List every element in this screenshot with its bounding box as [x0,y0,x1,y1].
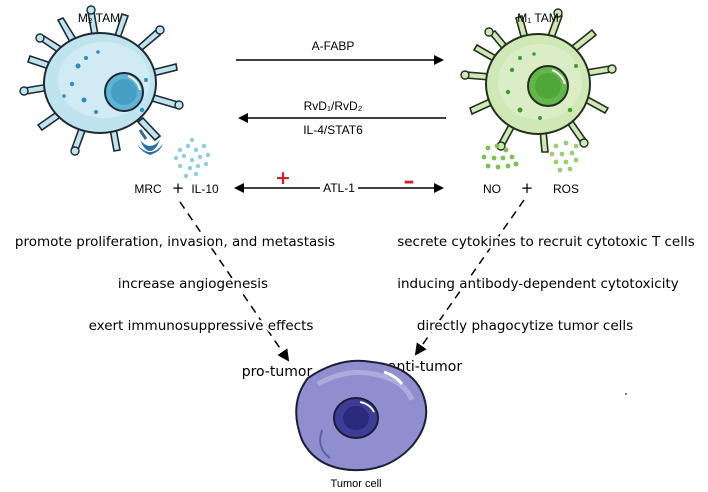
m2-effect-item: promote proliferation, invasion, and met… [15,234,335,250]
m2-plus-sign: + [172,179,185,197]
m1-plus-sign: + [521,179,534,197]
il10-dots [173,137,211,179]
m1-tam-title: M₁ TAM [517,11,559,25]
m2-tam-cell [19,5,184,156]
m1-effect-item: directly phagocytize tumor cells [417,318,633,334]
anti-tumor-dashed-arrow [414,199,525,356]
m2-tam-title: M₂ TAM [78,11,120,25]
afabp-label: A-FABP [312,39,355,53]
pro-tumor-dashed-arrow [179,201,290,362]
tumor-cell [295,359,428,472]
mrc-receptor-icon [137,129,163,155]
rvd-label: RvD₁/RvD₂ [304,99,363,113]
no-label: NO [483,182,501,196]
mrc-label: MRC [134,182,162,196]
m2-effects: promote proliferation, invasion, and met… [12,232,337,337]
m2-effect-item: exert immunosuppressive effects [89,318,314,334]
m2-effect-item: increase angiogenesis [118,276,268,292]
m1-effect-item: inducing antibody-dependent cytotoxicity [397,276,679,292]
plus-sign-red: + [275,167,291,189]
anti-tumor-label: anti-tumor [388,359,462,375]
il10-label: IL-10 [191,182,219,196]
tumor-cell-title: Tumor cell [331,478,382,490]
pro-tumor-label: pro-tumor [242,364,313,380]
stray-dot [625,393,627,395]
m1-effects: secrete cytokines to recruit cytotoxic T… [395,232,698,337]
ros-dots [549,140,579,173]
m1-effect-item: secrete cytokines to recruit cytotoxic T… [397,234,695,250]
il4-stat6-label: IL-4/STAT6 [303,123,363,137]
m1-tam-cell [460,8,617,153]
minus-sign-red: – [404,169,415,194]
ros-label: ROS [553,182,579,196]
no-dots [481,143,519,170]
atl1-label: ATL-1 [323,181,355,195]
